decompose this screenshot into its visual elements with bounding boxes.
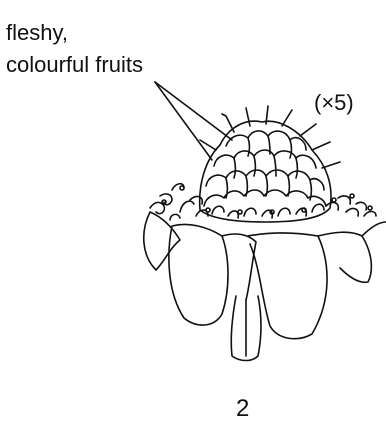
sepals (144, 212, 386, 361)
pointer-lines (155, 82, 232, 160)
stamens (150, 184, 376, 220)
